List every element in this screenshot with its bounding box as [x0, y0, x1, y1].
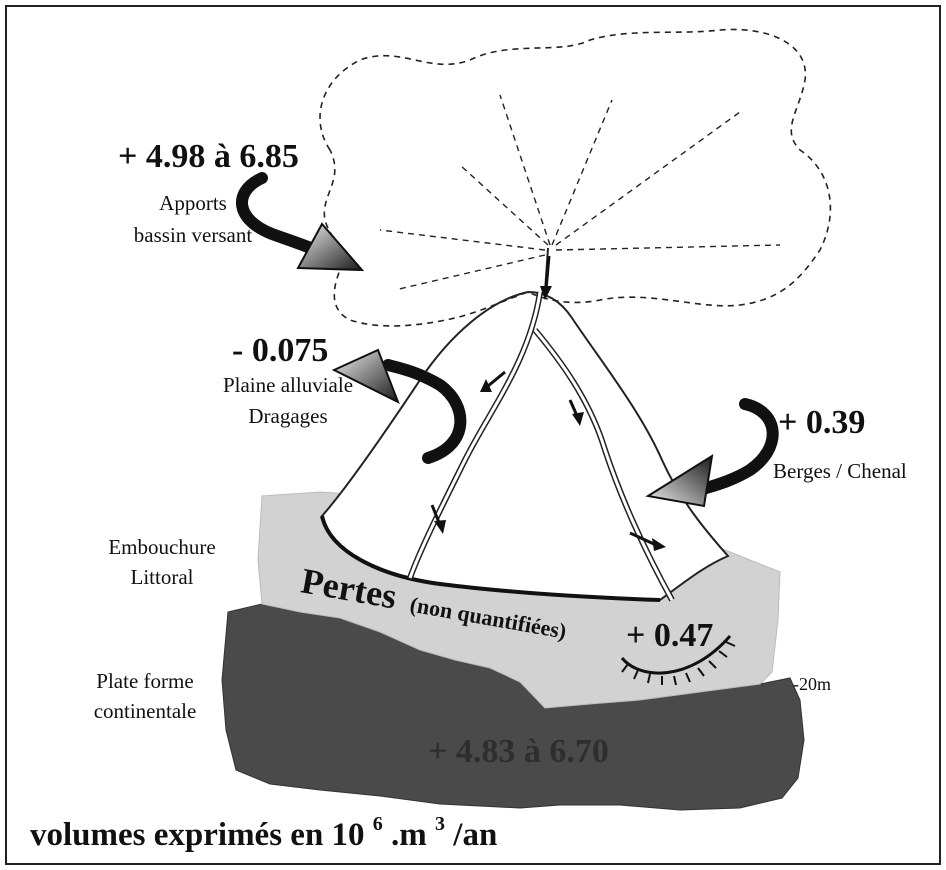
units-exponent-1: 6: [373, 813, 383, 835]
units-text-start: volumes exprimés en 10: [30, 817, 365, 853]
units-exponent-2: 3: [435, 813, 445, 835]
banks-label: Berges / Chenal: [773, 459, 907, 483]
plain-value: - 0.075: [232, 332, 328, 369]
plain-label-line1: Plaine alluviale: [223, 373, 353, 397]
units-text-end: /an: [452, 817, 497, 853]
mouth-value: + 0.47: [626, 617, 713, 654]
shelf-value: + 4.83 à 6.70: [428, 733, 609, 770]
banks-value: + 0.39: [778, 404, 865, 441]
watershed-value: + 4.98 à 6.85: [118, 138, 299, 175]
watershed-label-line1: Apports: [159, 191, 227, 215]
plain-label-line2: Dragages: [248, 404, 327, 428]
mouth-label-line1: Embouchure: [108, 535, 215, 559]
watershed-label-line2: bassin versant: [134, 223, 253, 247]
units-text-middle: .m: [391, 817, 427, 853]
mouth-label-line2: Littoral: [131, 565, 194, 589]
shelf-label-line2: continentale: [94, 699, 197, 723]
shelf-label-line1: Plate forme: [96, 669, 193, 693]
depth-label: -20m: [793, 674, 831, 694]
